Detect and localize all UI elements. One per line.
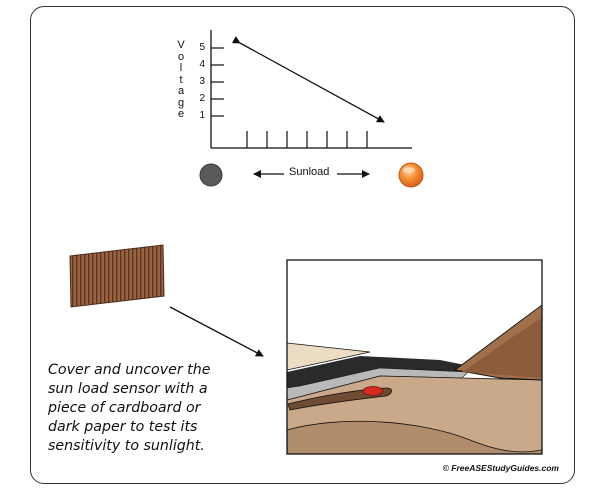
sun-load-sensor <box>362 386 384 396</box>
dashboard-inset <box>286 259 543 455</box>
ylabel-letter: V <box>177 39 185 51</box>
dark-circle-icon <box>199 163 223 187</box>
sun-circle-icon <box>398 162 424 188</box>
cardboard-piece <box>69 244 165 308</box>
y-tick-label: 5 <box>199 42 205 53</box>
y-axis-label: V o l t a g e <box>174 39 188 121</box>
caption-line: Cover and uncover the <box>48 362 211 378</box>
y-tick-label: 4 <box>199 59 205 70</box>
instruction-caption: Cover and uncover the sun load sensor wi… <box>48 361 278 456</box>
caption-line: sensitivity to sunlight. <box>48 438 205 454</box>
caption-line: piece of cardboard or <box>48 400 201 416</box>
voltage-graph <box>210 30 412 149</box>
pointer-arrow <box>169 306 264 357</box>
ylabel-letter: o <box>177 50 185 63</box>
y-tick-label: 1 <box>199 110 205 121</box>
copyright-notice: © FreeASEStudyGuides.com <box>442 463 559 473</box>
y-tick-label: 2 <box>199 93 205 104</box>
caption-line: sun load sensor with a <box>48 381 208 397</box>
y-tick-label: 3 <box>199 76 205 87</box>
voltage-trend-arrow <box>231 36 385 123</box>
ylabel-letter: a <box>177 85 185 97</box>
ylabel-letter: e <box>177 108 185 120</box>
x-axis-label: Sunload <box>289 166 330 178</box>
caption-line: dark paper to test its <box>48 419 198 435</box>
ylabel-letter: g <box>177 96 185 109</box>
ylabel-letter: t <box>179 73 183 86</box>
ylabel-letter: l <box>179 62 183 74</box>
